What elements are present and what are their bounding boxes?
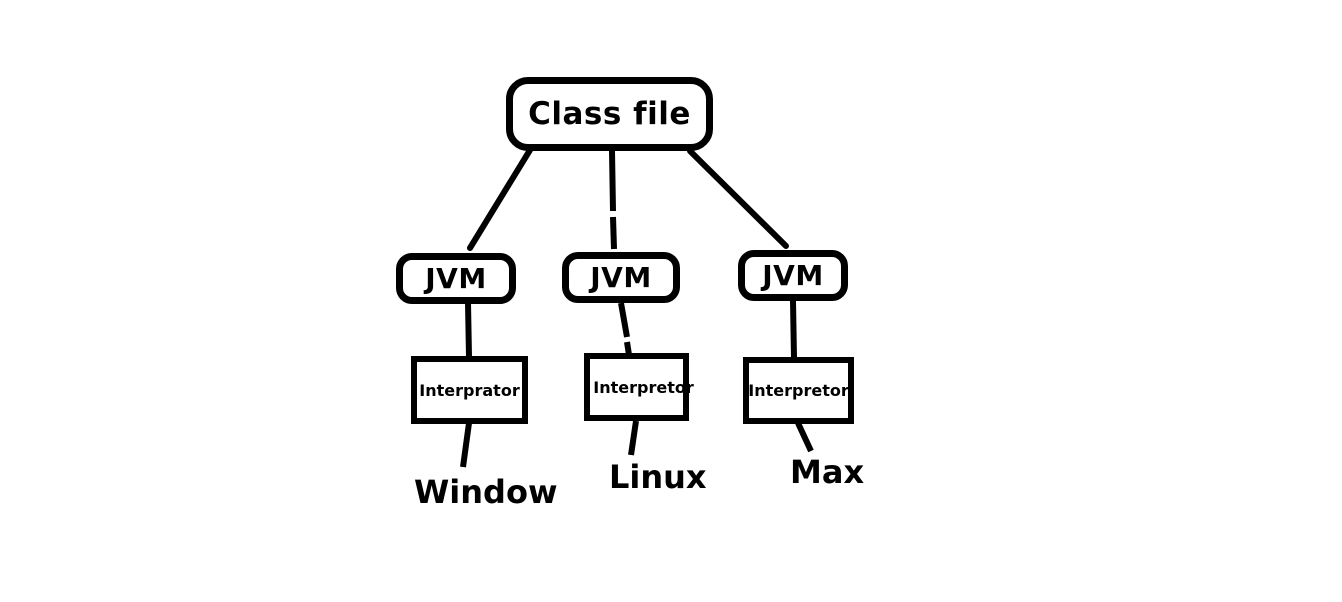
connector-jvm1-to-interpreter1 (465, 302, 472, 358)
connector-jvm2-to-interpreter2-upper (618, 302, 630, 338)
node-jvm-1[interactable]: JVM (396, 253, 516, 304)
connector-classfile-to-jvm2-upper (609, 150, 616, 212)
os-label-window: Window (414, 473, 558, 511)
node-class-file[interactable]: Class file (506, 77, 713, 151)
node-jvm-1-label: JVM (425, 262, 487, 295)
connector-interpreter3-to-max (795, 421, 814, 453)
connector-classfile-to-jvm2-lower (610, 216, 617, 250)
connector-interpreter1-to-window (460, 422, 472, 468)
node-jvm-3[interactable]: JVM (738, 250, 848, 301)
node-interpreter-1-label: Interprator (419, 380, 520, 400)
node-interpreter-3-label: Interpretor (748, 381, 849, 400)
node-class-file-label: Class file (528, 96, 691, 132)
node-jvm-2-label: JVM (590, 261, 652, 294)
os-label-max: Max (790, 453, 865, 491)
node-interpreter-1[interactable]: Interprator (411, 356, 528, 424)
connector-classfile-to-jvm1 (467, 147, 533, 251)
node-interpreter-2-label: Interpretor (593, 377, 694, 397)
node-interpreter-2[interactable]: Interpretor (584, 353, 694, 421)
connector-jvm3-to-interpreter3 (790, 300, 797, 359)
node-jvm-3-label: JVM (762, 259, 824, 292)
node-interpreter-3[interactable]: Interpretor (743, 357, 854, 424)
connector-classfile-to-jvm3 (687, 148, 789, 249)
node-jvm-2[interactable]: JVM (562, 252, 680, 303)
os-label-linux: Linux (609, 458, 707, 496)
connector-interpreter2-to-linux (628, 420, 639, 456)
